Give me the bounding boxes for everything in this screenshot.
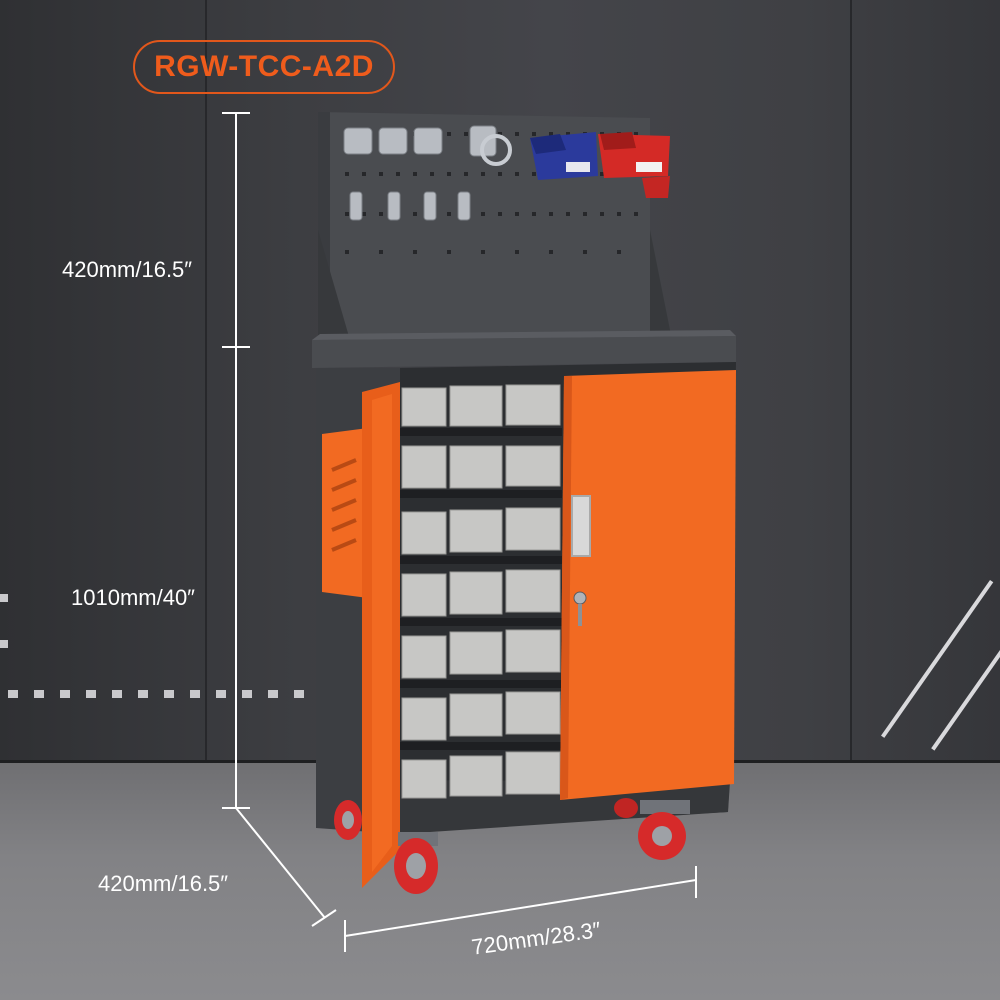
depth-label: 420mm/16.5″ <box>98 871 229 896</box>
side-hook-panel <box>322 428 368 598</box>
lock-icon <box>573 591 587 605</box>
dimension-lines <box>222 112 697 952</box>
wall-seam <box>205 0 207 762</box>
storage-bin-grid <box>398 384 562 799</box>
left-door-open <box>362 382 400 888</box>
right-door <box>560 370 736 800</box>
hook-set <box>343 125 512 221</box>
cabinet-height-label: 1010mm/40″ <box>71 585 195 610</box>
wall-seam <box>850 0 852 762</box>
door-handle <box>571 495 591 557</box>
pegboard <box>318 112 672 340</box>
worktop <box>312 330 736 368</box>
caster-wheels <box>334 798 690 894</box>
pegboard-height-label: 420mm/16.5″ <box>62 257 193 282</box>
wall-bins <box>530 132 670 198</box>
model-badge: RGW-TCC-A2D <box>133 40 395 94</box>
